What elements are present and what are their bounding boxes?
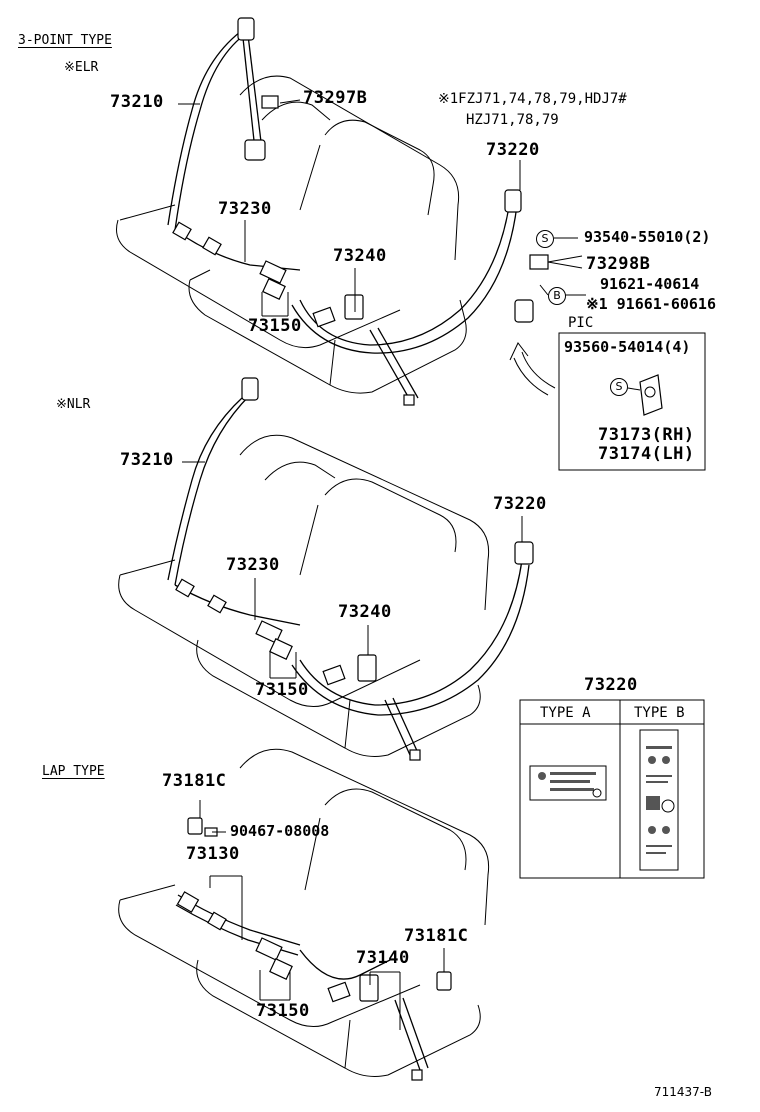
part-label-93560-54014: 93560-54014(4) [564,338,691,356]
part-label-73150: 73150 [248,316,302,336]
part-label-73210: 73210 [110,92,164,112]
nlr-leader-lines [182,461,523,679]
model-note-line2: HZJ71,78,79 [466,112,559,128]
b-marker-icon: B [548,287,566,305]
section-title-3-point-type: 3-POINT TYPE [18,33,112,48]
part-label-73174-lh: 73174(LH) [598,444,695,464]
nlr-part-label-73150: 73150 [255,680,309,700]
lap-seat-drawing [118,748,490,1081]
lap-part-label-73181c-left: 73181C [162,771,227,791]
nlr-part-label-73220: 73220 [493,494,547,514]
label-box-part-73220: 73220 [584,675,638,695]
part-label-73173-rh: 73173(RH) [598,425,695,445]
lap-part-label-90467-08008: 90467-08008 [230,822,330,840]
lap-part-label-73181c-right: 73181C [404,926,469,946]
part-label-73220: 73220 [486,140,540,160]
label-box-type-b: TYPE B [634,705,685,721]
lap-leader-lines [199,800,445,1030]
nlr-part-label-73210: 73210 [120,450,174,470]
part-label-73298b: 73298B [586,254,651,274]
lap-part-label-73140: 73140 [356,948,410,968]
lap-part-label-73150: 73150 [256,1001,310,1021]
part-label-73297b: 73297B [303,88,368,108]
model-note-line1: ※1FZJ71,74,78,79,HDJ7# [438,91,627,107]
s-marker-icon: S [536,230,554,248]
part-label-91621-40614: 91621-40614 [600,275,700,293]
pic-box-title: PIC [568,315,594,331]
nlr-part-label-73230: 73230 [226,555,280,575]
drawing-id: 711437-B [654,1085,712,1099]
pic-box-frame [558,332,706,471]
elr-leader-lines [178,99,586,317]
part-label-73230: 73230 [218,199,272,219]
part-label-91661-60616: ※1 91661-60616 [586,295,716,313]
label-box-type-a: TYPE A [540,705,591,721]
section-title-lap-type: LAP TYPE [42,764,105,779]
lap-part-label-73130: 73130 [186,844,240,864]
part-label-73240: 73240 [333,246,387,266]
nlr-part-label-73240: 73240 [338,602,392,622]
section-title-nlr: ※NLR [56,397,91,412]
pic-s-marker-icon: S [610,378,628,396]
label-box-frame [519,699,705,879]
nlr-seat-drawing [118,377,534,761]
elr-seat-drawing [116,17,556,406]
section-title-elr: ※ELR [64,60,99,75]
part-label-93540-55010: 93540-55010(2) [584,228,711,246]
